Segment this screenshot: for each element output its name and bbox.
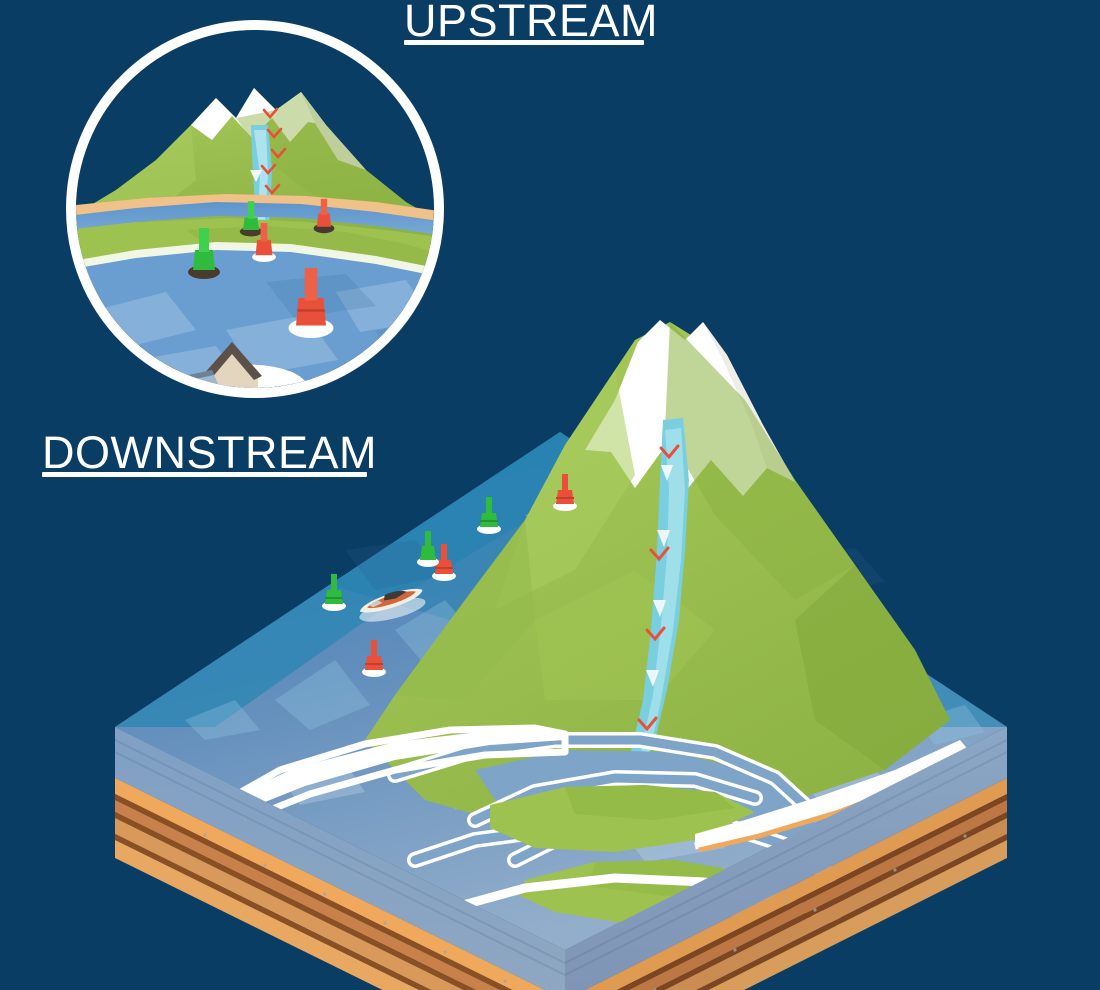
inset-birds-icon	[260, 107, 287, 195]
lagoon	[475, 750, 830, 845]
motor-boat	[359, 588, 426, 622]
water-face-striation	[114, 739, 1008, 976]
inset-buoy-red-1	[252, 222, 276, 262]
waterfall	[629, 418, 689, 770]
buoy-red-3	[362, 640, 386, 677]
buoy-green-2	[417, 531, 439, 567]
birds-icon	[637, 444, 680, 732]
upstream-inset-clip	[76, 30, 434, 388]
snow-shade	[703, 322, 795, 482]
left-strata	[115, 778, 545, 990]
buoy-red-1	[553, 474, 577, 511]
buoy-red-2	[432, 544, 456, 581]
inset-channel-markers	[188, 198, 335, 338]
label-downstream: DOWNSTREAM	[42, 427, 377, 478]
inset-buoy-green-2	[188, 228, 220, 279]
label-downstream-underline	[42, 472, 367, 477]
buoy-green-3	[322, 574, 346, 611]
island-landmass	[365, 320, 950, 840]
right-strata	[584, 778, 1007, 990]
right-water-face	[565, 727, 1007, 990]
upstream-inset-circle[interactable]	[66, 20, 444, 398]
left-water-face	[115, 727, 565, 990]
buoy-green-1	[477, 497, 501, 534]
block-cut-faces	[115, 727, 1007, 990]
inset-svg	[76, 30, 434, 388]
inset-buoy-green-1	[239, 201, 263, 237]
iso-svg	[114, 320, 1008, 990]
inset-river	[76, 194, 434, 388]
inset-buoy-red-3	[288, 268, 334, 338]
label-upstream: UPSTREAM	[404, 0, 659, 46]
strata-pebbles	[203, 818, 967, 990]
channel-markers	[322, 474, 577, 677]
downstream-estuary-block	[95, 300, 1025, 990]
inset-buoy-red-2	[313, 198, 335, 234]
label-upstream-underline	[404, 40, 644, 45]
inset-boathouse	[174, 342, 309, 388]
